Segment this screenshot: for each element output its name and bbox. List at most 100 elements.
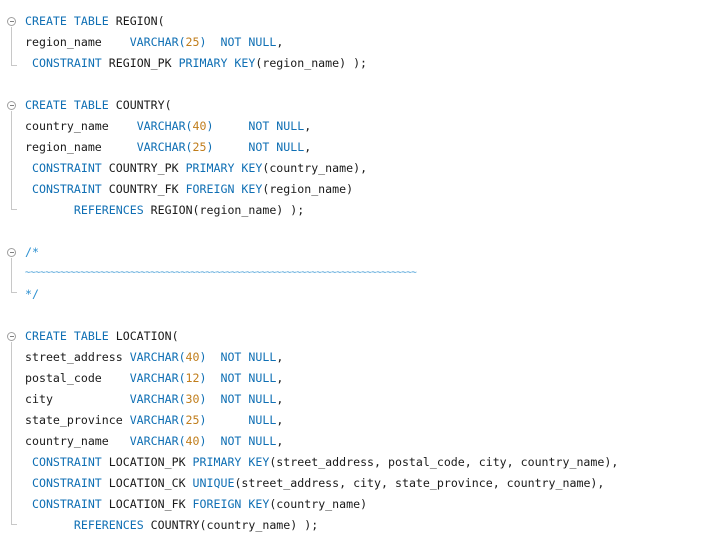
whitespace: [213, 119, 248, 133]
reference-target: COUNTRY(country_name) );: [143, 518, 319, 532]
column-name: postal_code: [25, 371, 130, 385]
punctuation: ,: [276, 350, 284, 364]
code-line: CONSTRAINT LOCATION_PK PRIMARY KEY(stree…: [25, 452, 618, 473]
whitespace: [207, 392, 221, 406]
keyword: PRIMARY KEY: [178, 56, 256, 70]
null-constraint: NOT NULL: [248, 119, 305, 133]
keyword: REFERENCES: [73, 518, 144, 532]
fold-guide: [11, 27, 12, 65]
whitespace: [207, 434, 221, 448]
column-name: state_province: [25, 413, 130, 427]
reference-target: REGION(region_name) );: [143, 203, 305, 217]
null-constraint: NOT NULL: [220, 35, 277, 49]
keyword: CONSTRAINT: [31, 455, 102, 469]
whitespace: [25, 455, 32, 469]
data-type: VARCHAR(: [129, 413, 186, 427]
null-constraint: NOT NULL: [220, 392, 277, 406]
keyword: CREATE TABLE: [25, 329, 109, 343]
data-type: VARCHAR(: [136, 140, 193, 154]
type-size: 40: [192, 119, 207, 133]
code-line: CONSTRAINT REGION_PK PRIMARY KEY(region_…: [25, 53, 367, 74]
punctuation: ,: [276, 413, 284, 427]
keyword: CONSTRAINT: [31, 161, 102, 175]
punctuation: ,: [304, 119, 312, 133]
code-line: region_name VARCHAR(25) NOT NULL,: [25, 32, 283, 53]
constraint-name: LOCATION_CK: [101, 476, 193, 490]
column-name: city: [25, 392, 130, 406]
code-line: street_address VARCHAR(40) NOT NULL,: [25, 347, 283, 368]
keyword: CONSTRAINT: [31, 497, 102, 511]
code-line: country_name VARCHAR(40) NOT NULL,: [25, 116, 311, 137]
null-constraint: NOT NULL: [220, 434, 277, 448]
data-type: VARCHAR(: [129, 35, 186, 49]
comment-tildes: ~~~~~~~~~~~~~~~~~~~~~~~~~~~~~~~~~~~~~~~~…: [25, 268, 417, 278]
punctuation: ,: [276, 35, 284, 49]
constraint-columns: (street_address, city, state_province, c…: [234, 476, 605, 490]
keyword: FOREIGN KEY: [192, 497, 270, 511]
fold-toggle-icon[interactable]: [7, 332, 16, 341]
paren: ): [199, 350, 207, 364]
keyword: REFERENCES: [73, 203, 144, 217]
code-line: CONSTRAINT LOCATION_CK UNIQUE(street_add…: [25, 473, 604, 494]
constraint-name: COUNTRY_PK: [101, 161, 186, 175]
fold-toggle-icon[interactable]: [7, 248, 16, 257]
column-name: country_name: [25, 434, 130, 448]
whitespace: [207, 35, 221, 49]
column-name: region_name: [25, 35, 130, 49]
fold-guide-end: [11, 209, 17, 210]
column-name: region_name: [25, 140, 137, 154]
fold-guide: [11, 342, 12, 524]
whitespace: [25, 182, 32, 196]
paren: ): [206, 140, 214, 154]
constraint-name: COUNTRY_FK: [101, 182, 186, 196]
null-constraint: NULL: [248, 413, 277, 427]
keyword: PRIMARY KEY: [185, 161, 263, 175]
paren: ): [199, 434, 207, 448]
table-name: REGION(: [108, 14, 165, 28]
fold-guide-end: [11, 524, 17, 525]
data-type: VARCHAR(: [129, 350, 186, 364]
fold-toggle-icon[interactable]: [7, 101, 16, 110]
paren: ): [206, 119, 214, 133]
punctuation: ,: [276, 371, 284, 385]
whitespace: [207, 413, 249, 427]
constraint-name: REGION_PK: [101, 56, 179, 70]
type-size: 30: [185, 392, 200, 406]
punctuation: ,: [276, 392, 284, 406]
whitespace: [207, 371, 221, 385]
column-name: street_address: [25, 350, 130, 364]
null-constraint: NOT NULL: [220, 350, 277, 364]
fold-guide: [11, 111, 12, 209]
data-type: VARCHAR(: [129, 371, 186, 385]
constraint-columns: (country_name),: [262, 161, 368, 175]
keyword: PRIMARY KEY: [192, 455, 270, 469]
keyword: CONSTRAINT: [31, 182, 102, 196]
paren: ): [199, 413, 207, 427]
column-name: country_name: [25, 119, 137, 133]
type-size: 40: [185, 434, 200, 448]
punctuation: ,: [304, 140, 312, 154]
code-line: CONSTRAINT COUNTRY_PK PRIMARY KEY(countr…: [25, 158, 367, 179]
constraint-columns: (region_name): [262, 182, 354, 196]
keyword: FOREIGN KEY: [185, 182, 263, 196]
whitespace: [25, 203, 74, 217]
fold-toggle-icon[interactable]: [7, 17, 16, 26]
comment-close: */: [25, 287, 39, 301]
keyword: CONSTRAINT: [31, 476, 102, 490]
paren: ): [199, 35, 207, 49]
whitespace: [25, 56, 32, 70]
keyword: CONSTRAINT: [31, 56, 102, 70]
data-type: VARCHAR(: [129, 392, 186, 406]
code-line: city VARCHAR(30) NOT NULL,: [25, 389, 283, 410]
type-size: 40: [185, 350, 200, 364]
data-type: VARCHAR(: [129, 434, 186, 448]
type-size: 12: [185, 371, 200, 385]
whitespace: [207, 350, 221, 364]
keyword: CREATE TABLE: [25, 98, 109, 112]
whitespace: [25, 518, 74, 532]
code-line: REFERENCES COUNTRY(country_name) );: [25, 515, 318, 536]
keyword: CREATE TABLE: [25, 14, 109, 28]
punctuation: ,: [276, 434, 284, 448]
constraint-name: LOCATION_PK: [101, 455, 193, 469]
